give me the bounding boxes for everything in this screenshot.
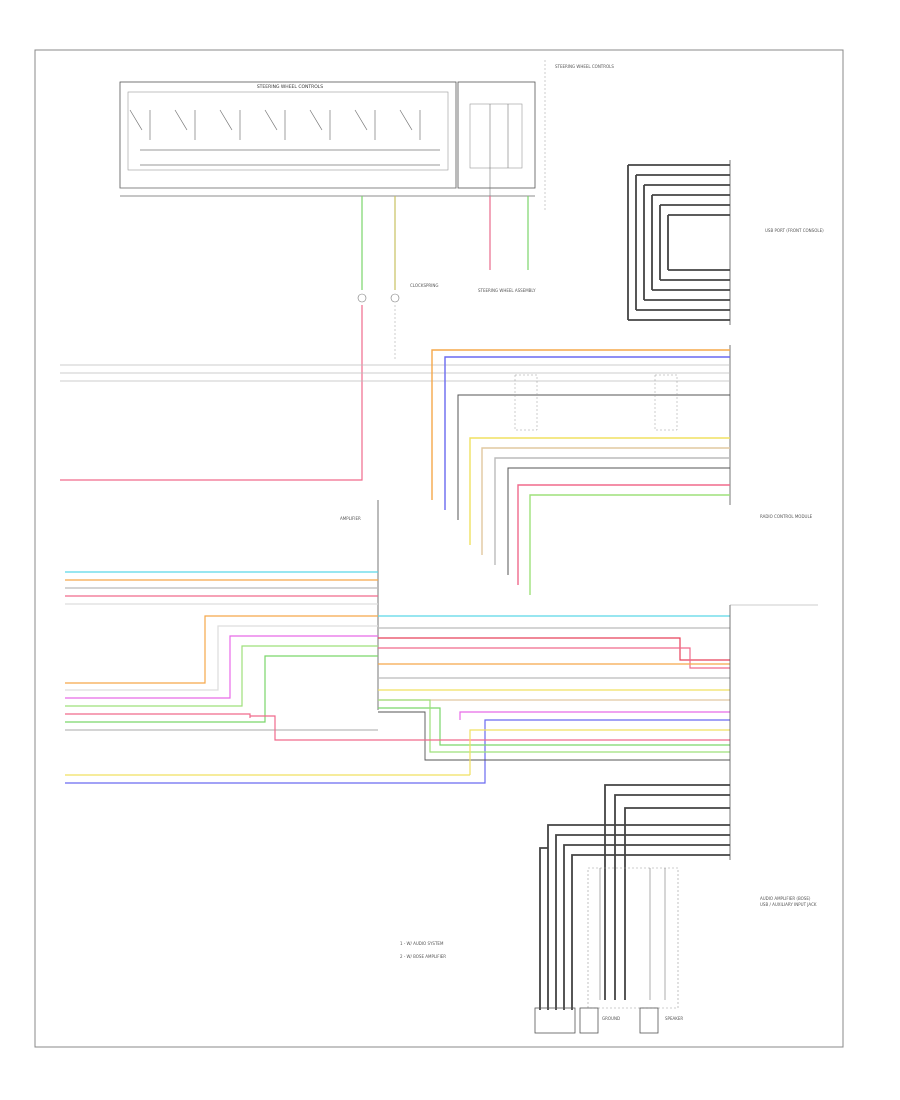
bottom-speaker-component: SPEAKER GROUND [534, 867, 683, 1034]
left-lower-group-wires [65, 615, 730, 784]
radio-module-right: RADIO CONTROL MODULE [729, 345, 813, 519]
audio-amplifier-right: AUDIO AMPLIFIER (BOSE) USB / AUXILIARY I… [729, 604, 818, 907]
bottom-usb-wires [539, 784, 730, 1010]
horn-switch-module [457, 81, 536, 196]
usb-port-connector: USB PORT (FRONT CONSOLE) [627, 160, 824, 325]
amplifier-to-radio-wires [431, 349, 730, 595]
legend-item-1: 1 - W/ AUDIO SYSTEM [400, 941, 444, 946]
switch-module-label: STEERING WHEEL CONTROLS [257, 84, 323, 90]
amplifier-module: AMPLIFIER [340, 500, 379, 710]
clockspring-label: CLOCKSPRING [410, 283, 438, 288]
steering-wheel-assy-label: STEERING WHEEL ASSEMBLY [478, 288, 536, 293]
diagram-frame [34, 49, 844, 1048]
legend: 1 - W/ AUDIO SYSTEM 2 - W/ BOSE AMPLIFIE… [400, 941, 446, 959]
left-upper-group-wires [65, 571, 378, 605]
radio-module-label: RADIO CONTROL MODULE [760, 514, 813, 519]
legend-item-2: 2 - W/ BOSE AMPLIFIER [400, 954, 446, 959]
audio-amp-label: AUDIO AMPLIFIER (BOSE) [760, 896, 811, 901]
speaker-label: SPEAKER [665, 1016, 683, 1021]
usb-port-label: USB PORT (FRONT CONSOLE) [765, 228, 824, 233]
top-right-label: STEERING WHEEL CONTROLS [555, 64, 614, 69]
amplifier-label: AMPLIFIER [340, 516, 361, 521]
steering-wheel-switch-module: STEERING WHEEL CONTROLS [119, 81, 535, 197]
amplifier-output-wires [378, 615, 730, 775]
clockspring-connectors: CLOCKSPRING STEERING WHEEL ASSEMBLY [357, 196, 536, 470]
left-input-wires [60, 364, 730, 481]
ground-label: GROUND [602, 1016, 620, 1021]
usb-aux-label: USB / AUXILIARY INPUT JACK [760, 902, 817, 907]
